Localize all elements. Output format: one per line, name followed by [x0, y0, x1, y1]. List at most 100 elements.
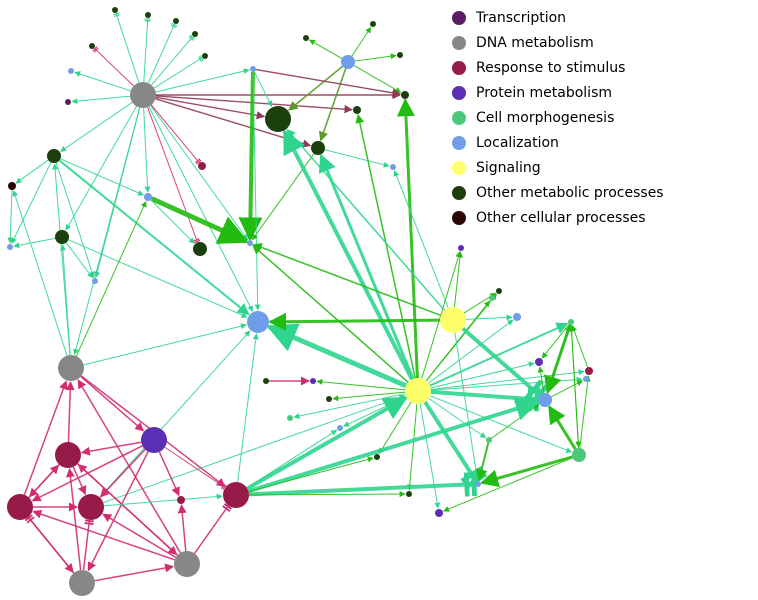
network-node [193, 242, 207, 256]
network-node [7, 494, 33, 520]
network-edge [537, 366, 545, 394]
transcription-swatch-icon [452, 11, 466, 26]
network-edge [253, 71, 273, 108]
network-node [489, 295, 495, 301]
network-node [458, 245, 464, 251]
network-node [263, 378, 269, 384]
network-edge [13, 237, 56, 249]
network-edge [332, 391, 406, 402]
network-edge [74, 71, 131, 92]
network-edge [480, 455, 573, 488]
legend-item-dna-metabolism: DNA metabolism [452, 31, 752, 56]
network-node [65, 99, 71, 105]
network-edge [551, 380, 583, 398]
network-node [92, 278, 98, 284]
network-node [337, 425, 343, 431]
network-node [513, 313, 521, 321]
network-edge [65, 106, 137, 231]
network-edge [177, 504, 187, 552]
network-edge [12, 190, 68, 356]
network-edge [248, 456, 374, 493]
network-edge [150, 104, 202, 165]
network-node [326, 396, 332, 402]
network-node [535, 358, 543, 366]
network-edge [75, 201, 147, 357]
network-node [174, 551, 200, 577]
network-edge [355, 114, 416, 379]
network-edge [99, 330, 251, 498]
network-edge [247, 397, 540, 494]
network-edge [151, 34, 196, 86]
network-node [145, 12, 151, 18]
protein-metabolism-swatch-icon [452, 86, 466, 101]
network-node [406, 491, 412, 497]
network-node [538, 393, 552, 407]
network-node [173, 18, 179, 24]
legend-item-other-metabolic-processes: Other metabolic processes [452, 180, 752, 205]
network-edge [430, 386, 541, 412]
network-edge [396, 98, 419, 379]
network-node [141, 427, 167, 453]
network-edge [246, 429, 338, 489]
network-node [370, 21, 376, 27]
network-edge [82, 519, 94, 571]
network-node [303, 35, 309, 41]
network-edge [60, 158, 144, 196]
network-edge [454, 332, 480, 481]
network-edge [465, 314, 513, 321]
network-edge [164, 446, 227, 491]
network-edge [147, 22, 178, 84]
network-node [247, 240, 253, 246]
network-edge [406, 403, 418, 491]
network-node [374, 454, 380, 460]
legend-item-protein-metabolism: Protein metabolism [452, 81, 752, 106]
network-edge [150, 196, 250, 244]
network-node [55, 230, 69, 244]
legend-label: Protein metabolism [476, 85, 613, 102]
other-cellular-processes-swatch-icon [452, 210, 466, 225]
network-edge [237, 333, 259, 483]
response-to-stimulus-swatch-icon [452, 61, 466, 76]
network-edge [65, 468, 82, 571]
network-edge [143, 107, 151, 193]
network-node [130, 82, 156, 108]
network-node [572, 448, 586, 462]
network-edge [324, 149, 390, 168]
network-edge [72, 466, 87, 496]
network-node [69, 570, 95, 596]
network-edge [443, 457, 573, 512]
network-node [311, 141, 325, 155]
network-node [7, 244, 13, 250]
network-edge [7, 189, 14, 244]
edge-layer [7, 12, 591, 582]
network-edge [246, 396, 408, 491]
network-edge [155, 96, 266, 120]
network-node [78, 494, 104, 520]
network-edge [87, 451, 149, 572]
network-edge [55, 162, 95, 278]
network-node [583, 376, 589, 382]
localization-swatch-icon [452, 135, 466, 150]
network-node [58, 355, 84, 381]
network-edge [318, 153, 415, 380]
network-edge [80, 375, 145, 432]
legend-label: Signaling [476, 159, 541, 176]
network-edge [430, 361, 535, 389]
network-node [287, 415, 293, 421]
network-edge [150, 199, 195, 244]
network-edge [318, 68, 347, 142]
legend-item-other-cellular-processes: Other cellular processes [452, 205, 752, 230]
legend-item-signaling: Signaling [452, 155, 752, 180]
legend-item-response-to-stimulus: Response to stimulus [452, 56, 752, 81]
network-edge [428, 397, 487, 439]
network-node [177, 496, 185, 504]
network-edge [103, 394, 406, 504]
network-edge [351, 26, 372, 57]
network-edge [453, 251, 463, 308]
network-node [250, 66, 256, 72]
network-edge [425, 300, 490, 382]
network-node [568, 319, 574, 325]
network-edge [28, 464, 60, 498]
network-edge [99, 448, 146, 498]
network-edge [147, 107, 201, 244]
